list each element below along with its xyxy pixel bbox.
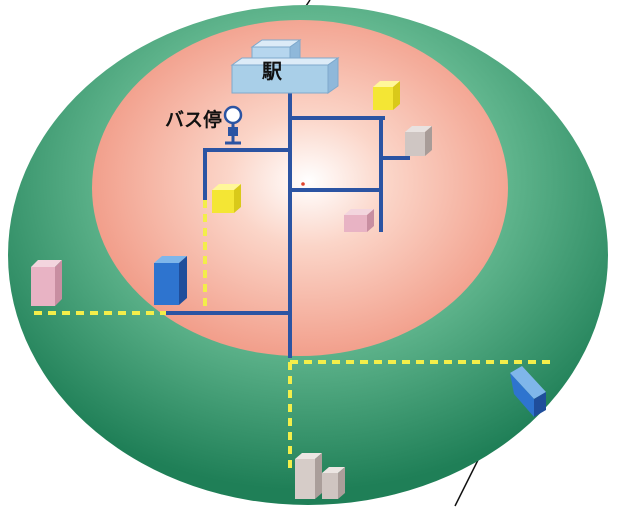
- road-network: [166, 90, 410, 358]
- bus-stop-sign-icon: [223, 105, 243, 145]
- dashed-paths: [34, 200, 553, 468]
- tower-building-icon: [31, 260, 62, 306]
- bus-stop-label: バス停: [165, 108, 222, 131]
- cube-building-icon: [405, 126, 432, 156]
- center-dot: [301, 182, 305, 186]
- apartment-building-icon: [295, 453, 345, 499]
- tower-building-icon: [154, 256, 187, 305]
- cube-building-icon: [373, 81, 400, 110]
- tower-building-icon: [510, 366, 546, 417]
- cube-building-icon: [212, 184, 241, 213]
- station-building-icon: [230, 39, 340, 94]
- station-label: 駅: [261, 59, 282, 83]
- cube-building-icon: [344, 209, 374, 232]
